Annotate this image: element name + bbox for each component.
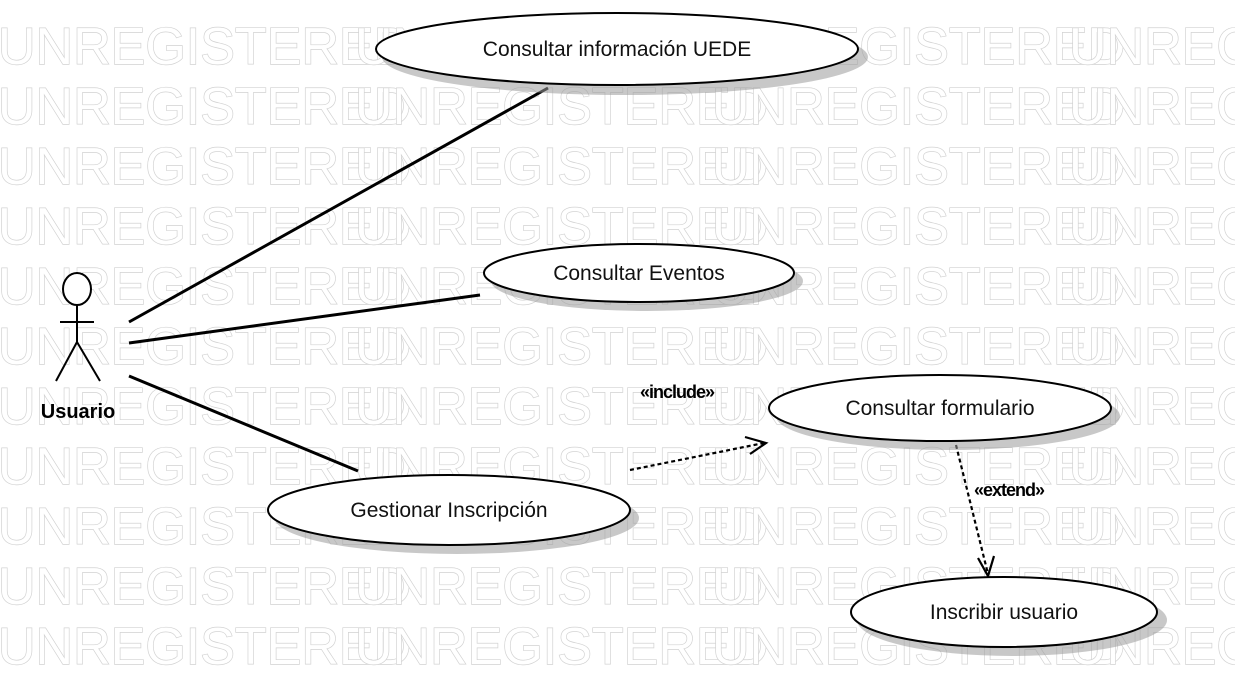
use-case-label: Gestionar Inscripción	[350, 499, 547, 522]
watermark-text: UNREGISTERED	[0, 558, 411, 616]
association-line-gestionar-inscripcion[interactable]	[128, 374, 359, 473]
watermark-layer: UNREGISTERED UNREGISTERED UNREGISTERED U…	[0, 17, 1235, 676]
watermark-text: UNREGISTERED	[1069, 198, 1235, 256]
use-case-ellipse[interactable]	[375, 12, 859, 86]
actor-label: Usuario	[41, 401, 115, 423]
use-case-inscribir-usuario[interactable]: Inscribir usuario	[850, 576, 1167, 656]
watermark-text: UNREGISTERED	[1069, 498, 1235, 556]
watermark-text: UNREGISTERED	[712, 318, 1125, 376]
watermark-text: UNREGISTERED	[1069, 18, 1235, 76]
watermark-text: UNREGISTERED	[712, 138, 1125, 196]
use-case-ellipse[interactable]	[768, 374, 1112, 442]
use-case-gestionar-inscripcion[interactable]: Gestionar Inscripción	[267, 474, 639, 554]
use-case-ellipse[interactable]	[483, 243, 795, 303]
watermark-text: UNREGISTERED	[1069, 438, 1235, 496]
use-case-consultar-informacion[interactable]: Consultar información UEDE	[375, 12, 868, 95]
use-case-label: Consultar información UEDE	[483, 38, 751, 61]
use-case-label: Consultar Eventos	[553, 262, 725, 285]
watermark-text: UNREGISTERED	[0, 18, 411, 76]
include-arrowhead-icon	[744, 435, 769, 455]
association-line-consultar-eventos[interactable]	[128, 293, 481, 345]
use-case-label: Consultar formulario	[845, 397, 1034, 420]
include-stereotype-label: «include»	[640, 382, 715, 402]
use-case-ellipse[interactable]	[267, 474, 631, 546]
use-case-ellipse[interactable]	[850, 576, 1158, 648]
use-case-consultar-formulario[interactable]: Consultar formulario	[768, 374, 1120, 450]
watermark-text: UNREGISTERED	[355, 378, 768, 436]
use-case-label: Inscribir usuario	[930, 601, 1078, 624]
watermark-text: UNREGISTERED	[0, 78, 411, 136]
use-case-consultar-eventos[interactable]: Consultar Eventos	[483, 243, 803, 311]
watermark-text: UNREGISTERED	[712, 198, 1125, 256]
watermark-text: UNREGISTERED	[0, 138, 411, 196]
watermark-text: UNREGISTERED	[355, 558, 768, 616]
watermark-text: UNREGISTERED	[0, 618, 411, 676]
watermark-text: UNREGISTERED	[712, 78, 1125, 136]
watermark-text: UNREGISTERED	[0, 198, 411, 256]
association-line-consultar-info[interactable]	[128, 86, 549, 324]
extend-arrowhead-icon	[977, 555, 996, 579]
extend-dependency-line[interactable]	[954, 444, 990, 575]
extend-stereotype-label: «extend»	[974, 480, 1045, 500]
actor-stick-figure-icon	[55, 272, 101, 382]
watermark-text: UNREGISTERED	[0, 318, 411, 376]
watermark-text: UNREGISTERED	[355, 138, 768, 196]
watermark-text: UNREGISTERED	[355, 318, 768, 376]
watermark-text: UNREGISTERED	[1069, 78, 1235, 136]
watermark-text: UNREGISTERED	[1069, 318, 1235, 376]
watermark-text: UNREGISTERED	[355, 618, 768, 676]
actor-usuario[interactable]: Usuario	[41, 272, 115, 423]
watermark-text: UNREGISTERED	[1069, 258, 1235, 316]
include-dependency-line[interactable]	[629, 441, 765, 472]
watermark-text: UNREGISTERED	[712, 498, 1125, 556]
watermark-text: UNREGISTERED	[0, 258, 411, 316]
watermark-text: UNREGISTERED	[1069, 138, 1235, 196]
